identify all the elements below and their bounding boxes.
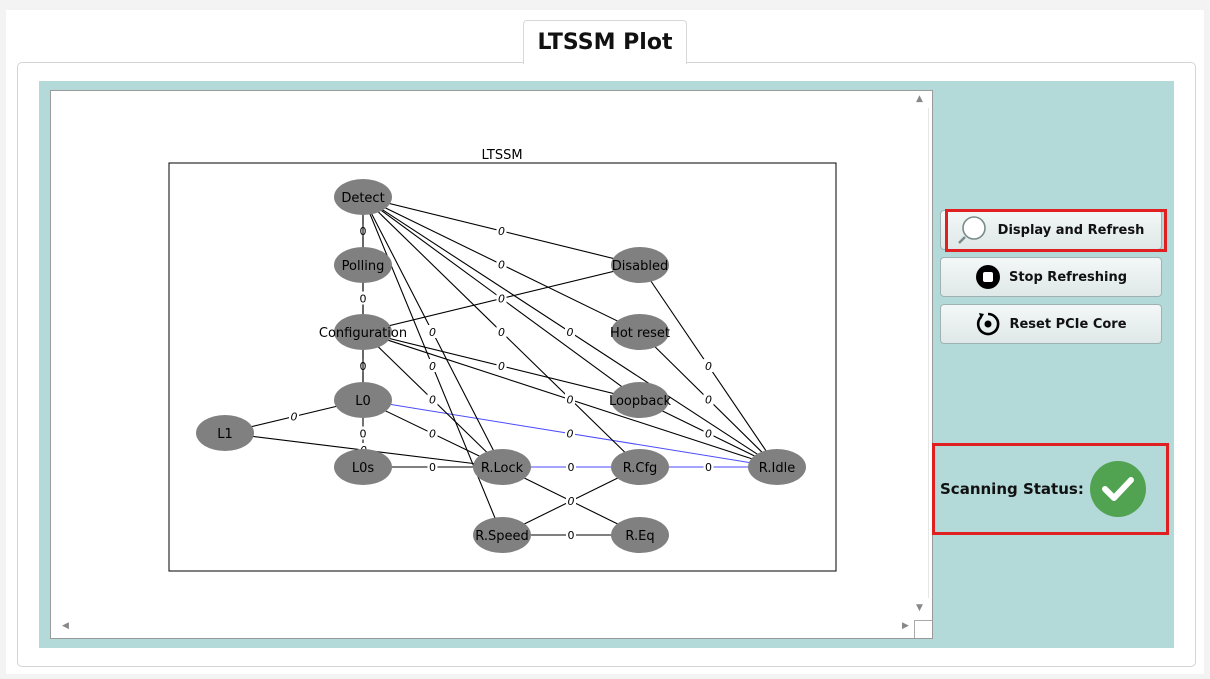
graph-node-Detect — [334, 179, 392, 215]
graph-edge-label-bg — [427, 460, 438, 473]
graph-edge-label-bg — [566, 494, 576, 507]
display-refresh-button[interactable]: Display and Refresh — [940, 210, 1162, 250]
graph-edge-label-bg — [496, 224, 507, 237]
graph-edge-label: 0 — [567, 394, 574, 407]
graph-edge-label: 0 — [568, 461, 575, 474]
graph-edge-label-bg — [427, 359, 438, 372]
graph-edge-label-bg — [566, 460, 576, 473]
graph-node-RCfg — [611, 449, 669, 485]
reset-pcie-core-label: Reset PCIe Core — [1009, 316, 1127, 332]
graph-edge-label: 0 — [429, 394, 436, 407]
vertical-scrollbar-track[interactable] — [928, 108, 929, 598]
reset-pcie-core-button[interactable]: Reset PCIe Core — [940, 304, 1162, 344]
graph-edge-label-bg — [565, 426, 575, 440]
graph-node-HotReset — [611, 314, 669, 350]
graph-node-RLock — [473, 449, 531, 485]
graph-node-label: Configuration — [319, 326, 407, 341]
graph-edge-label-bg — [703, 426, 714, 440]
graph-node-Polling — [334, 247, 392, 283]
graph-node-label: L0s — [352, 461, 375, 476]
reset-icon — [975, 311, 1001, 337]
graph-edge-label: 0 — [498, 326, 505, 339]
graph-edge-label: 0 — [498, 259, 505, 272]
graph-edge-label-bg — [565, 392, 575, 406]
graph-edge-label: 0 — [567, 428, 574, 441]
graph-node-label: L1 — [217, 427, 233, 442]
scroll-left-arrow-icon[interactable]: ◀ — [62, 621, 69, 631]
graph-node-label: R.Speed — [475, 529, 528, 544]
scroll-down-arrow-icon[interactable]: ▼ — [916, 603, 923, 613]
graph-edge-label: 0 — [498, 360, 505, 373]
graph-node-label: Hot reset — [610, 326, 670, 341]
graph-node-RSpeed — [473, 517, 531, 553]
graph-edge-label: 0 — [498, 225, 505, 238]
graph-node-label: Disabled — [612, 259, 668, 274]
graph-edge-label-bg — [427, 325, 438, 338]
graph-node-label: Detect — [341, 191, 384, 206]
graph-edge-label-bg — [496, 291, 507, 305]
graph-edge-label: 0 — [429, 461, 436, 474]
graph-edge-label-bg — [703, 359, 714, 372]
graph-node-L1 — [196, 415, 254, 451]
graph-edge-label: 0 — [705, 394, 712, 407]
graph-edge-label-bg — [496, 359, 507, 372]
graph-node-label: Polling — [342, 259, 385, 274]
graph-edge-label: 0 — [705, 461, 712, 474]
graph-title: LTSSM — [481, 148, 522, 163]
graph-node-REq — [611, 517, 669, 553]
stop-refreshing-label: Stop Refreshing — [1008, 269, 1128, 285]
display-refresh-highlight — [945, 209, 1167, 252]
graph-edge-label-bg — [427, 426, 438, 440]
graph-edge-label-bg — [703, 392, 714, 406]
graph-edge-label: 0 — [705, 360, 712, 373]
scroll-up-arrow-icon[interactable]: ▲ — [916, 94, 923, 104]
graph-node-label: Loopback — [609, 394, 672, 409]
graph-edge-label-bg — [496, 257, 507, 271]
graph-node-label: L0 — [355, 394, 371, 409]
graph-node-L0 — [334, 382, 392, 418]
graph-edge-label-bg — [566, 528, 576, 541]
graph-edge-label: 0 — [705, 428, 712, 441]
graph-node-label: R.Idle — [759, 461, 795, 476]
scanning-status-label: Scanning Status: — [940, 480, 1084, 498]
stop-refreshing-button[interactable]: Stop Refreshing — [940, 257, 1162, 297]
graph-edge-label-bg — [289, 409, 299, 423]
graph-node-L0s — [334, 449, 392, 485]
graph-edge-label: 0 — [429, 428, 436, 441]
scroll-corner — [914, 620, 932, 638]
graph-edge-label-bg — [565, 325, 575, 338]
graph-node-Disabled — [611, 247, 669, 283]
graph-node-label: R.Cfg — [623, 461, 658, 476]
graph-edge-label: 0 — [568, 529, 575, 542]
graph-node-Loopback — [611, 382, 669, 418]
graph-edge-label-bg — [358, 426, 368, 440]
scroll-right-arrow-icon[interactable]: ▶ — [902, 621, 909, 631]
stop-icon — [975, 264, 1001, 290]
graph-node-RIdle — [748, 449, 806, 485]
graph-edge-label-bg — [427, 392, 438, 406]
magnifier-icon — [957, 215, 990, 245]
graph-edge-label: 0 — [360, 428, 367, 441]
graph-edge-label: 0 — [567, 326, 574, 339]
scanning-status-area: Scanning Status: — [932, 443, 1169, 535]
graph-edge-label: 0 — [360, 293, 367, 306]
check-circle-icon — [1089, 461, 1146, 517]
graph-edge-label-bg — [703, 460, 714, 473]
display-refresh-label: Display and Refresh — [997, 222, 1145, 238]
graph-edge-label-bg — [358, 291, 368, 305]
graph-edge-label-bg — [496, 325, 507, 338]
graph-node-label: R.Eq — [625, 529, 654, 544]
graph-edge-label: 0 — [291, 411, 298, 424]
graph-node-label: R.Lock — [481, 461, 524, 476]
graph-node-Configuration — [334, 314, 392, 350]
graph-edge-label: 0 — [429, 360, 436, 373]
tab-ltssm-plot[interactable]: LTSSM Plot — [523, 20, 687, 64]
graph-edge-label: 0 — [568, 495, 575, 508]
graph-edge-label: 0 — [429, 326, 436, 339]
graph-edge-label: 0 — [498, 293, 505, 306]
